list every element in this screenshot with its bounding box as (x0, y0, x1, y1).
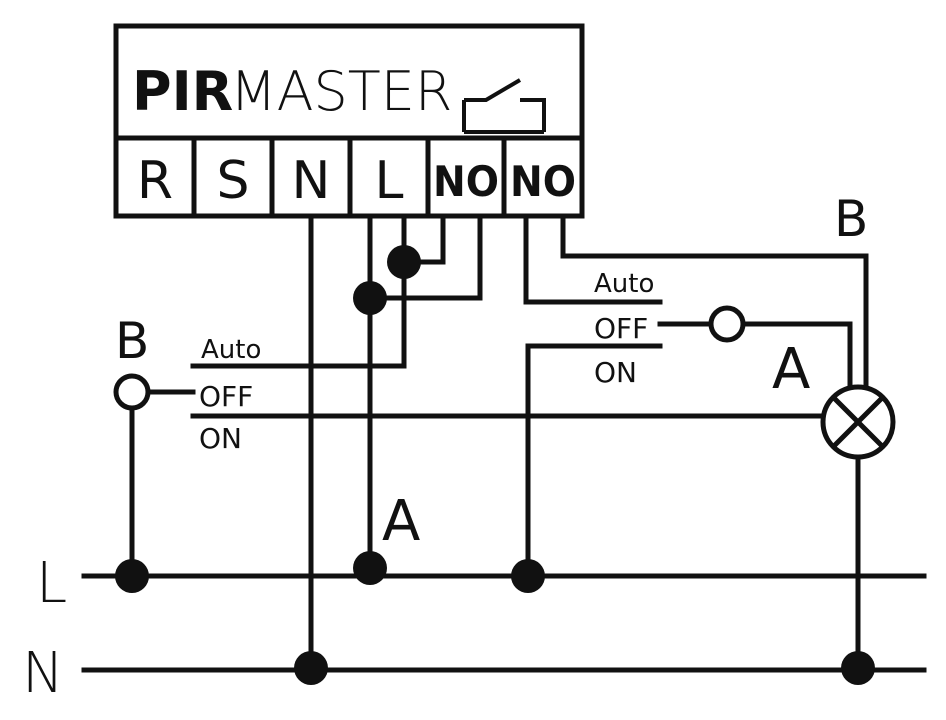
module-title-light: MASTER (230, 60, 452, 123)
left-switch-terminal (113, 373, 151, 411)
wire-right-common (741, 321, 853, 391)
terminal-l: L (375, 151, 404, 211)
wire-right-on (525, 343, 663, 575)
right-switch-auto: Auto (594, 269, 654, 299)
right-switch-off: OFF (594, 312, 648, 345)
lamp-label-b: B (834, 190, 868, 248)
terminal-r: R (137, 151, 173, 211)
wire-no2-auto (523, 213, 663, 305)
junction-l-no (353, 281, 387, 315)
left-switch: B Auto OFF ON (113, 312, 265, 455)
left-switch-label: B (115, 312, 149, 370)
module-title-bold: PIR (132, 60, 233, 123)
lamp: A B (772, 190, 896, 460)
junction-live-right (511, 559, 545, 593)
junction-l-no1 (387, 245, 421, 279)
junctions (115, 245, 875, 685)
terminal-no-1: NO (433, 157, 499, 206)
terminal-s: S (216, 151, 249, 211)
junction-neutral-n (294, 651, 328, 685)
bus-label-live: L (36, 551, 67, 616)
left-switch-auto: Auto (201, 335, 261, 365)
marker-a: A (382, 489, 420, 554)
relay-contact-symbol (462, 78, 546, 134)
lamp-label-a: A (772, 337, 810, 402)
junction-live-l (353, 551, 387, 585)
junction-live-left (115, 559, 149, 593)
pir-master-module: PIR MASTER R S N L NO NO (113, 23, 585, 219)
right-switch-terminal (708, 305, 746, 343)
terminal-n: N (292, 151, 331, 211)
terminal-no-2: NO (510, 157, 576, 206)
wire-no1b (367, 213, 483, 301)
wire-no2-lamp-b (560, 213, 869, 387)
bus-label-neutral: N (22, 641, 64, 706)
left-switch-on: ON (199, 422, 242, 455)
right-switch-on: ON (594, 356, 637, 389)
right-switch: Auto OFF ON (594, 269, 746, 389)
left-switch-off: OFF (199, 380, 253, 413)
junction-neutral-lamp (841, 651, 875, 685)
